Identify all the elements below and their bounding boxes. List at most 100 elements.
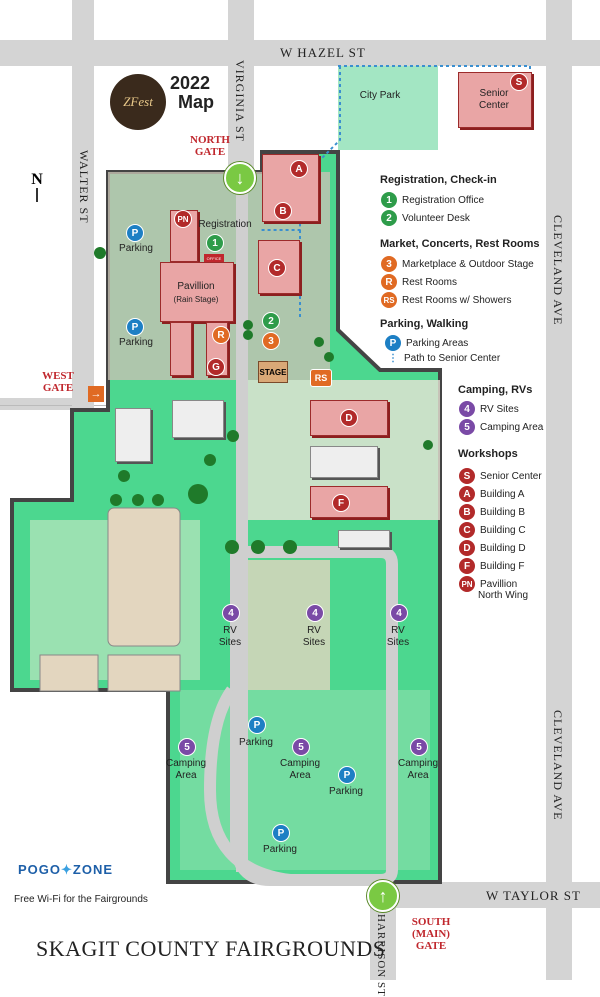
- registration-office-marker[interactable]: 1: [206, 234, 224, 252]
- south-gate-arrow-icon[interactable]: ↑: [367, 880, 399, 912]
- marketplace-marker[interactable]: 3: [262, 332, 280, 350]
- virginia-label: VIRGINIA ST: [233, 60, 247, 142]
- trees: [94, 247, 433, 554]
- compass-n: N: [31, 171, 43, 188]
- rv-marker-2[interactable]: 4: [306, 604, 324, 622]
- compass-arrow-icon: [36, 188, 38, 202]
- pavillion-north-wing-marker[interactable]: PN: [174, 210, 192, 228]
- building-d-marker[interactable]: D: [340, 409, 358, 427]
- parking-marker-4[interactable]: P: [338, 766, 356, 784]
- parking-marker-5[interactable]: P: [272, 824, 290, 842]
- north-gate-label: NORTH GATE: [190, 134, 230, 158]
- legend-item: ⋮Path to Senior Center: [388, 353, 501, 364]
- legend-parking-heading: Parking, Walking: [380, 318, 469, 330]
- building-f-marker[interactable]: F: [332, 494, 350, 512]
- cleveland-label-top: CLEVELAND AVE: [551, 215, 565, 326]
- pogozone-star-icon: ✦: [61, 862, 73, 877]
- arena: [107, 507, 181, 647]
- camping-marker-1[interactable]: 5: [178, 738, 196, 756]
- office-label: OFFICE: [204, 254, 224, 262]
- map-year: 2022: [170, 73, 211, 93]
- path-to-senior-center: [260, 66, 341, 231]
- rv-label-3: RV Sites: [386, 625, 410, 648]
- north-compass: N: [28, 172, 46, 204]
- pavillion-building[interactable]: [160, 262, 234, 322]
- footer-title: SKAGIT COUNTY FAIRGROUNDS: [36, 936, 386, 961]
- parking-label-5: Parking: [263, 844, 297, 855]
- city-park-label: City Park: [359, 90, 401, 101]
- walter-street: [72, 60, 94, 440]
- camping-marker-3[interactable]: 5: [410, 738, 428, 756]
- virginia-street: [228, 0, 254, 170]
- dotted-path-icon: ⋮: [388, 353, 398, 364]
- cleveland-ave-street: [546, 0, 572, 980]
- building-c-marker[interactable]: C: [268, 259, 286, 277]
- parking-marker-2[interactable]: P: [126, 318, 144, 336]
- rv-marker-1[interactable]: 4: [222, 604, 240, 622]
- w-taylor-street: [380, 882, 600, 908]
- pavillion-label: Pavillion: [177, 281, 215, 292]
- zfest-logo: ZFest: [110, 74, 166, 130]
- stage[interactable]: STAGE: [258, 361, 288, 383]
- camping-label-1: Camping Area: [165, 758, 207, 781]
- volunteer-desk-marker[interactable]: 2: [262, 312, 280, 330]
- restroom-marker[interactable]: R: [212, 326, 230, 344]
- logo-text: ZFest: [123, 94, 153, 109]
- building-g-marker[interactable]: G: [207, 358, 225, 376]
- camping-label-3: Camping Area: [397, 758, 439, 781]
- wifi-note: Free Wi-Fi for the Fairgrounds: [14, 894, 148, 905]
- harrison-label: HARRISON ST: [375, 914, 387, 997]
- building-b-marker[interactable]: B: [274, 202, 292, 220]
- camping-marker-2[interactable]: 5: [292, 738, 310, 756]
- parking-label-1: Parking: [119, 243, 153, 254]
- map-word: Map: [178, 92, 214, 112]
- rain-stage-label: (Rain Stage): [173, 295, 219, 304]
- senior-center-label: Senior Center: [478, 88, 509, 111]
- legend-registration-heading: Registration, Check-in: [380, 174, 497, 186]
- registration-label: Registration: [198, 219, 252, 230]
- walter-label: WALTER ST: [77, 150, 91, 224]
- rv-label-2: RV Sites: [302, 625, 326, 648]
- legend-item: North Wing: [478, 590, 529, 601]
- parking-label-4: Parking: [329, 786, 363, 797]
- parking-label-3: Parking: [239, 737, 273, 748]
- legend-market-heading: Market, Concerts, Rest Rooms: [380, 238, 540, 250]
- camping-label-2: Camping Area: [279, 758, 321, 781]
- w-taylor-label: W TAYLOR ST: [486, 888, 581, 903]
- parking-label-2: Parking: [119, 337, 153, 348]
- west-gate-label: WEST GATE: [42, 370, 74, 394]
- north-gate-arrow-icon[interactable]: ↓: [224, 162, 256, 194]
- legend-workshops-heading: Workshops: [458, 448, 518, 460]
- rv-marker-3[interactable]: 4: [390, 604, 408, 622]
- w-hazel-street: [0, 40, 600, 66]
- south-gate-label: SOUTH (MAIN) GATE: [411, 916, 451, 952]
- senior-center-marker[interactable]: S: [510, 73, 528, 91]
- west-gate-road: [0, 398, 90, 410]
- restroom-shower-marker[interactable]: RS: [310, 369, 332, 387]
- parking-marker-1[interactable]: P: [126, 224, 144, 242]
- legend-camping-heading: Camping, RVs: [458, 384, 533, 396]
- map-heading: 2022 Map: [170, 74, 214, 112]
- w-hazel-label: W HAZEL ST: [280, 45, 366, 60]
- city-park-area: [338, 66, 438, 150]
- parking-marker-3[interactable]: P: [248, 716, 266, 734]
- rv-label-1: RV Sites: [218, 625, 242, 648]
- cleveland-label-bottom: CLEVELAND AVE: [551, 710, 565, 821]
- building-a-marker[interactable]: A: [290, 160, 308, 178]
- west-gate-arrow-icon[interactable]: →: [88, 386, 104, 402]
